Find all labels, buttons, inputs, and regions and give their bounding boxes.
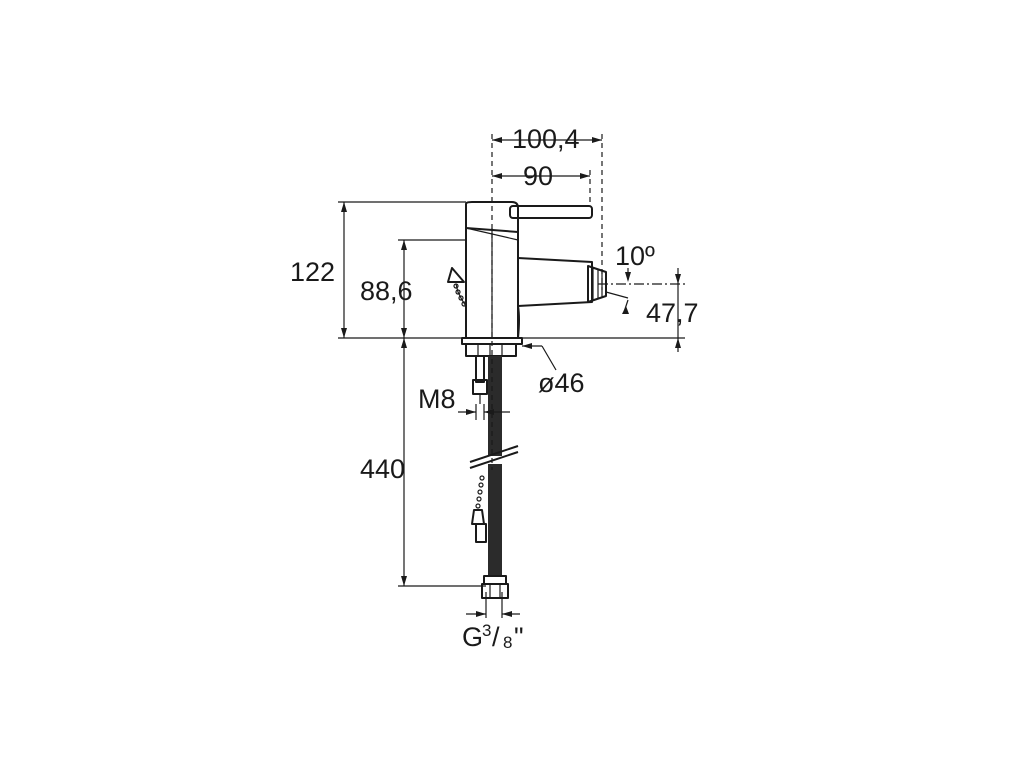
- break-mark-upper: [469, 445, 519, 463]
- threaded-rod: [475, 355, 485, 383]
- hose-nut: [481, 583, 509, 599]
- faucet-body: [465, 201, 607, 339]
- dim-connection-unit: ": [514, 622, 524, 652]
- lever-handle: [509, 205, 593, 219]
- dim-spout-angle: 10º: [615, 241, 655, 271]
- hose-upper: [488, 356, 502, 456]
- dim-connection-main: G: [462, 622, 483, 652]
- spout: [517, 257, 593, 307]
- dim-base-diameter: ø46: [538, 368, 585, 398]
- popup-knob: [447, 267, 467, 307]
- dim-lever-depth: 90: [523, 161, 553, 191]
- dim-hose-length: 440: [360, 454, 405, 484]
- dim-connection-sep: /: [492, 622, 500, 652]
- base-nut: [465, 343, 517, 357]
- aerator: [587, 265, 607, 303]
- break-mark-lower: [469, 451, 519, 469]
- mounting-base: [461, 337, 523, 404]
- dim-connection-den: 8: [503, 633, 512, 652]
- dim-total-height: 122: [290, 257, 335, 287]
- dim-connection-thread: G 3 / 8 ": [462, 621, 524, 652]
- dim-rod-thread: M8: [418, 384, 456, 414]
- flexible-hose: [469, 356, 519, 599]
- arrowheads: [341, 137, 681, 617]
- dim-spout-height: 88,6: [360, 276, 413, 306]
- popup-rod-chain: [471, 475, 487, 543]
- dim-spout-offset: 47,7: [646, 298, 699, 328]
- dim-connection-num: 3: [482, 621, 491, 640]
- dim-overall-depth: 100,4: [512, 124, 580, 154]
- hose-lower: [488, 464, 502, 576]
- body-cap: [465, 201, 519, 233]
- hose-ferrule: [483, 575, 507, 585]
